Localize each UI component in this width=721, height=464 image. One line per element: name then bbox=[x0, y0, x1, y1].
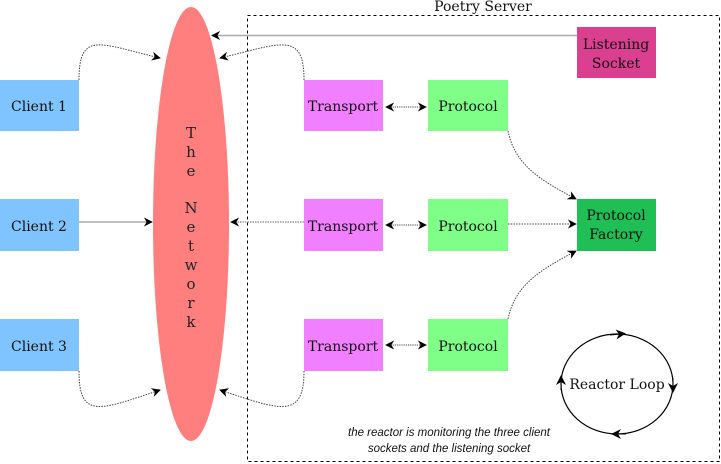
transport-2-label: Transport bbox=[308, 219, 379, 235]
protocol-factory-label-line1: Protocol bbox=[586, 208, 646, 224]
protocol-1-box: Protocol bbox=[428, 80, 508, 131]
reactor-loop-arrow-top bbox=[609, 329, 626, 340]
network-label-letter: N bbox=[184, 199, 197, 217]
transport-2-box: Transport bbox=[304, 199, 383, 251]
arrow-transport-1-to-network bbox=[219, 44, 305, 81]
client-3-label: Client 3 bbox=[11, 339, 67, 355]
protocol-3-label: Protocol bbox=[438, 339, 498, 355]
network-ellipse bbox=[153, 7, 229, 441]
protocol-1-label: Protocol bbox=[438, 99, 498, 115]
server-title: Poetry Server bbox=[434, 0, 532, 15]
network-label-letter: e bbox=[187, 218, 196, 236]
client-2-label: Client 2 bbox=[11, 219, 67, 235]
network-label-letter: t bbox=[188, 237, 194, 255]
arrow-protocol-1-to-factory bbox=[507, 130, 577, 200]
network-label-letter: h bbox=[186, 143, 196, 161]
client-1-box: Client 1 bbox=[0, 80, 79, 131]
protocol-factory-label-line2: Factory bbox=[589, 227, 643, 243]
listening-socket-box: Listening Socket bbox=[577, 27, 656, 78]
network-label-letter: w bbox=[185, 256, 198, 274]
network-label-letter: o bbox=[186, 275, 195, 293]
listening-socket-label-line2: Socket bbox=[592, 56, 641, 72]
arrow-client-3-to-network bbox=[78, 370, 161, 407]
reactor-note-line2: sockets and the listening socket bbox=[368, 443, 531, 455]
reactor-loop-label: Reactor Loop bbox=[569, 377, 664, 393]
arrow-transport-3-to-network bbox=[219, 370, 305, 407]
server-boundary bbox=[247, 15, 720, 462]
transport-1-box: Transport bbox=[304, 80, 383, 131]
arrow-protocol-3-to-factory bbox=[507, 250, 577, 320]
transport-1-label: Transport bbox=[308, 99, 379, 115]
client-2-box: Client 2 bbox=[0, 199, 79, 251]
network-label-letter: k bbox=[186, 313, 196, 331]
network-label-letter: e bbox=[187, 162, 196, 180]
protocol-2-label: Protocol bbox=[438, 219, 498, 235]
transport-3-box: Transport bbox=[304, 319, 383, 371]
protocol-2-box: Protocol bbox=[428, 199, 508, 251]
client-1-label: Client 1 bbox=[11, 99, 67, 115]
reactor-note-line1: the reactor is monitoring the three clie… bbox=[348, 427, 551, 439]
network-label-letter: T bbox=[186, 124, 196, 142]
transport-3-label: Transport bbox=[308, 339, 379, 355]
network-label-letter: r bbox=[187, 294, 195, 312]
arrow-client-1-to-network bbox=[78, 44, 161, 81]
listening-socket-label-line1: Listening bbox=[583, 37, 649, 53]
client-3-box: Client 3 bbox=[0, 319, 79, 371]
protocol-3-box: Protocol bbox=[428, 319, 508, 371]
protocol-factory-box: Protocol Factory bbox=[577, 199, 656, 251]
